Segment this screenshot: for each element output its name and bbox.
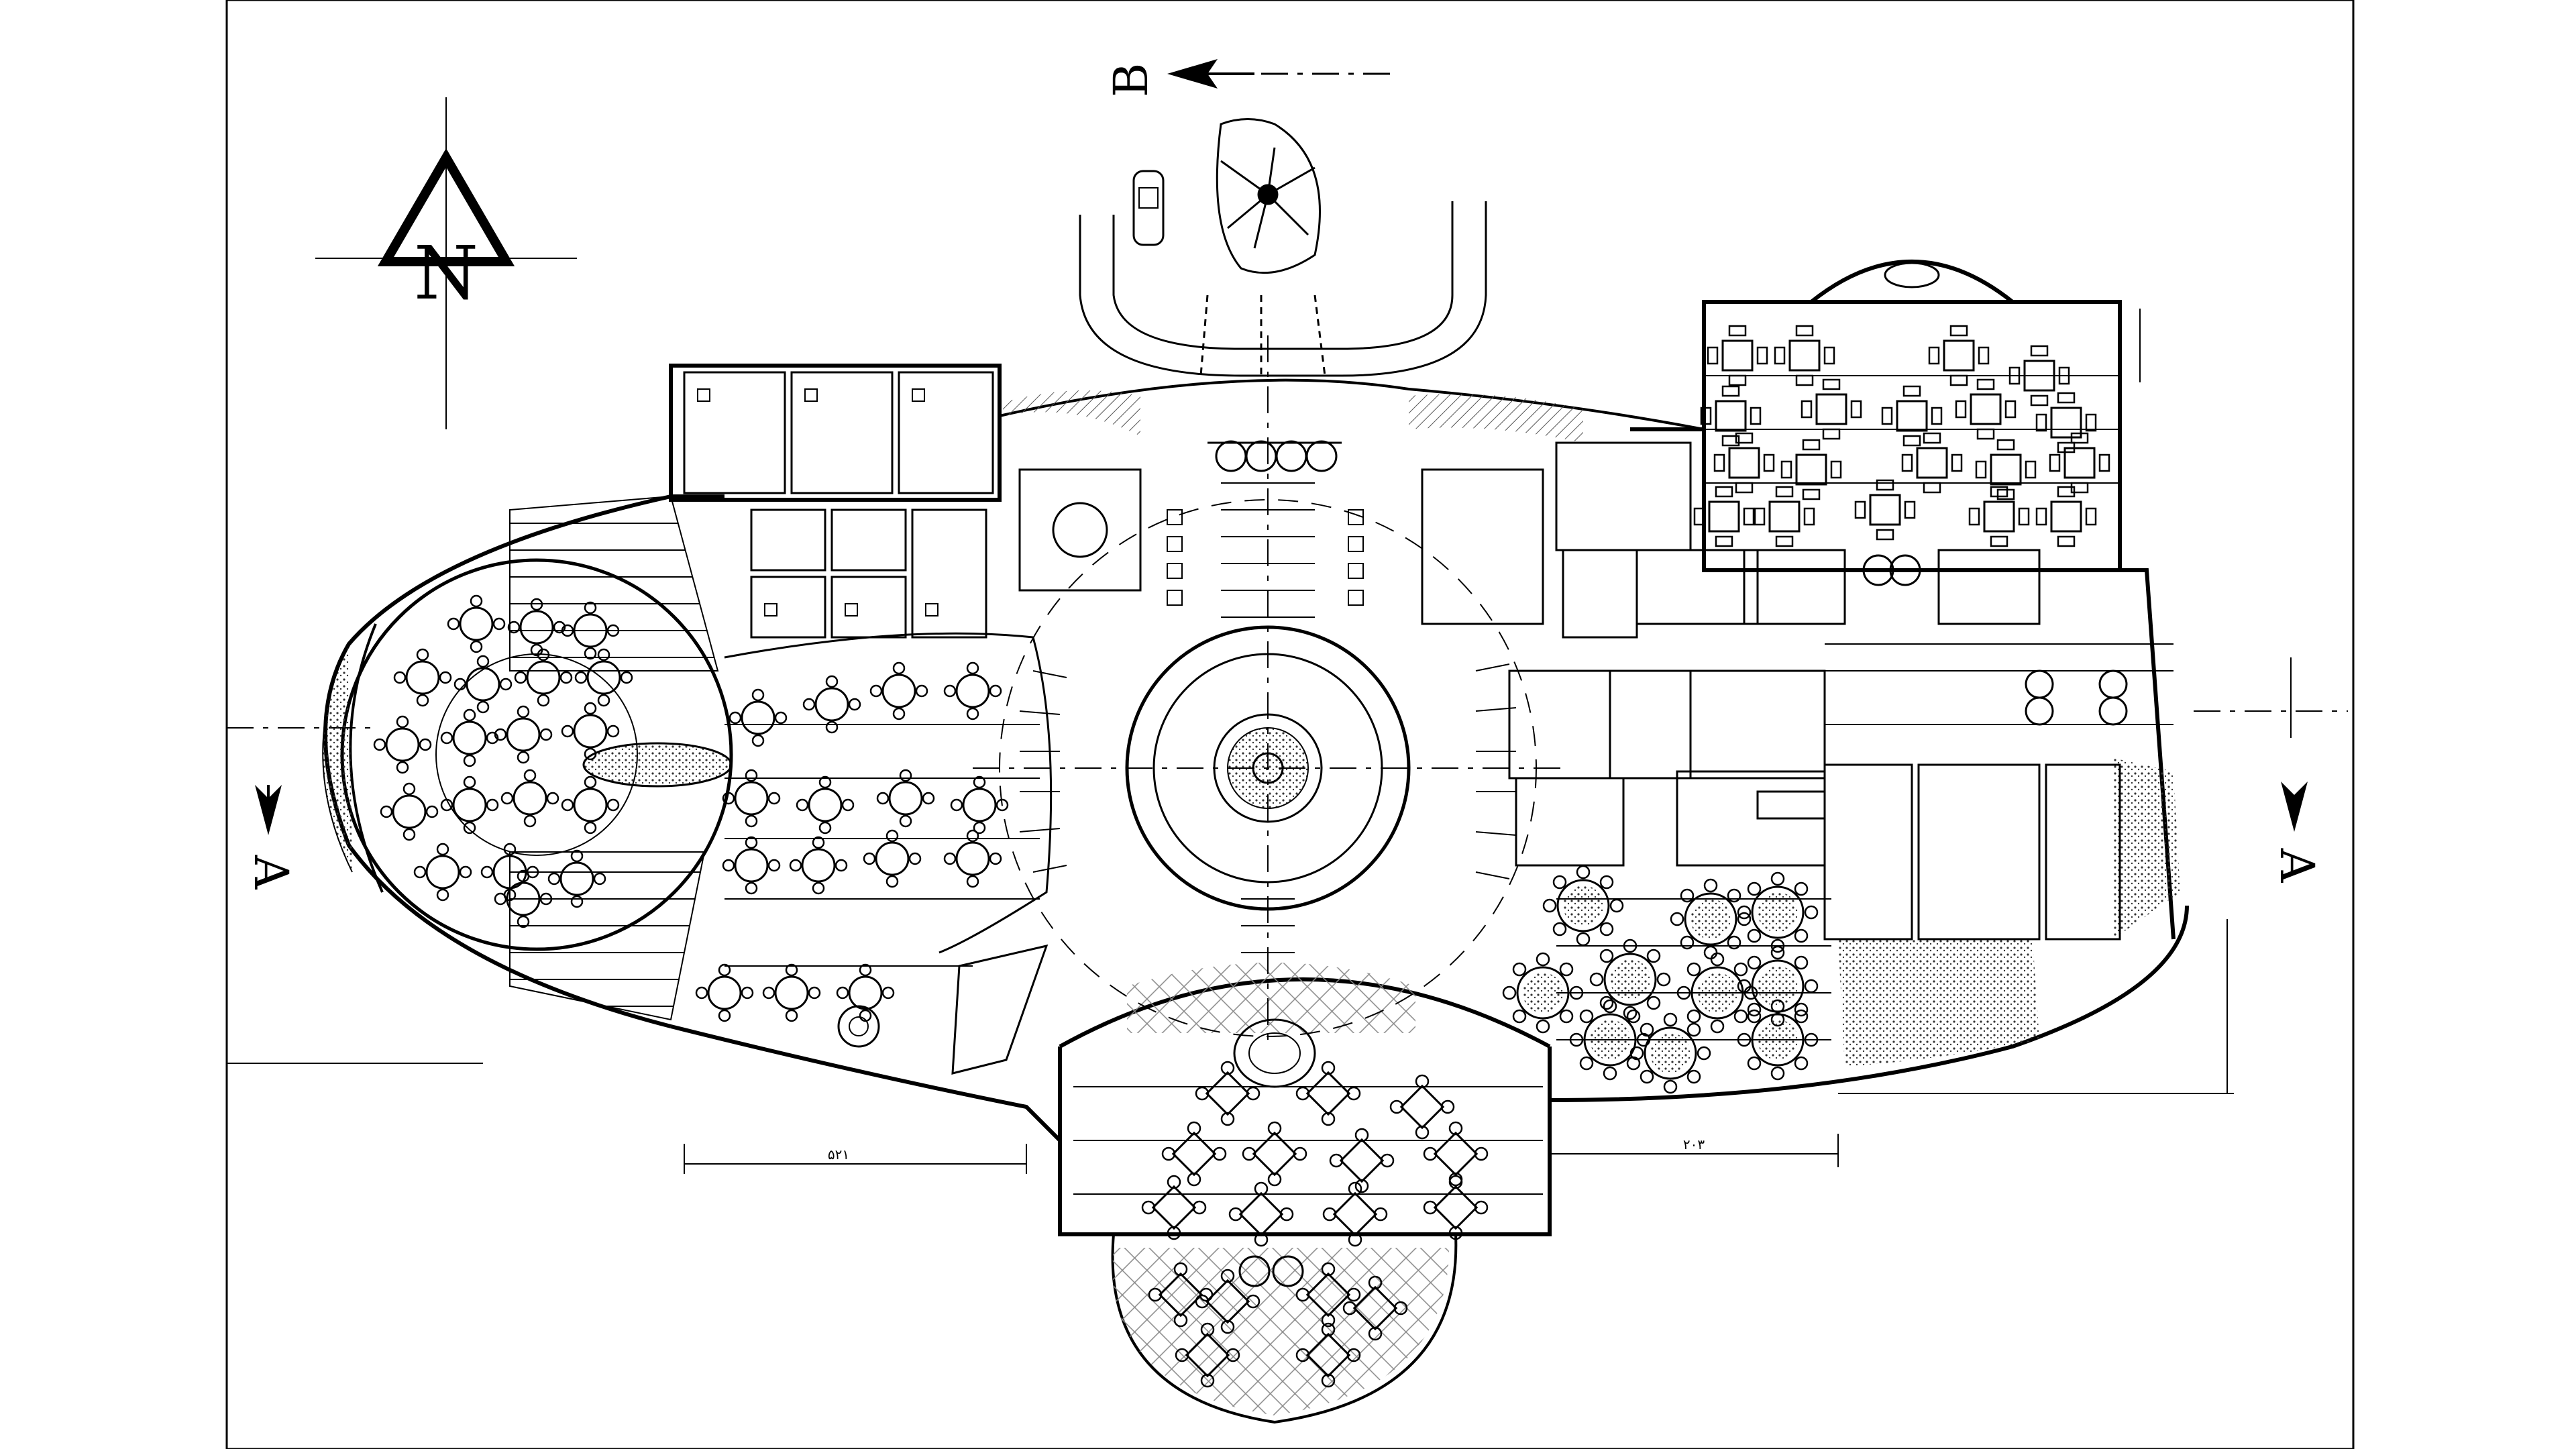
ramp-left-top bbox=[509, 495, 719, 672]
north-label: N bbox=[414, 230, 478, 316]
section-marker-right: A bbox=[2194, 657, 2348, 883]
paving-south bbox=[1112, 1248, 1449, 1415]
section-label-a-right: A bbox=[2269, 848, 2324, 883]
landscape-strip-northeast bbox=[1409, 394, 1583, 443]
central-rotunda bbox=[973, 335, 1563, 1046]
dimension-label-right: ۲۰۳ bbox=[1683, 1136, 1705, 1152]
garden-east bbox=[1838, 939, 2039, 1067]
north-arrow-icon: N bbox=[315, 97, 577, 429]
dimension-label-left: ۵۲۱ bbox=[828, 1146, 849, 1163]
south-dining-hall bbox=[1073, 1018, 1543, 1388]
sheet-frame bbox=[225, 0, 2355, 1449]
northeast-service-core bbox=[1421, 441, 2174, 941]
paving-mid bbox=[1127, 963, 1415, 1033]
car-icon bbox=[1132, 170, 1165, 246]
northwest-offices bbox=[683, 371, 1142, 639]
palm-tree-icon bbox=[1220, 147, 1316, 249]
left-dining-hall bbox=[322, 558, 733, 951]
section-marker-top: B bbox=[1104, 59, 1395, 97]
section-marker-left: A bbox=[227, 727, 376, 890]
entrance-drive bbox=[1079, 118, 1487, 377]
dimension-lines bbox=[227, 309, 2234, 1174]
landscape-strip-north bbox=[1003, 390, 1140, 436]
garden-southeast bbox=[2113, 758, 2180, 939]
west-dining-area bbox=[695, 632, 1053, 1075]
southeast-banquet-area bbox=[1502, 865, 1831, 1094]
east-dining-hall bbox=[1693, 262, 2120, 547]
entrance-lobby bbox=[1167, 509, 1364, 606]
section-label-a-left: A bbox=[244, 855, 299, 890]
section-label-b: B bbox=[1104, 63, 1159, 97]
